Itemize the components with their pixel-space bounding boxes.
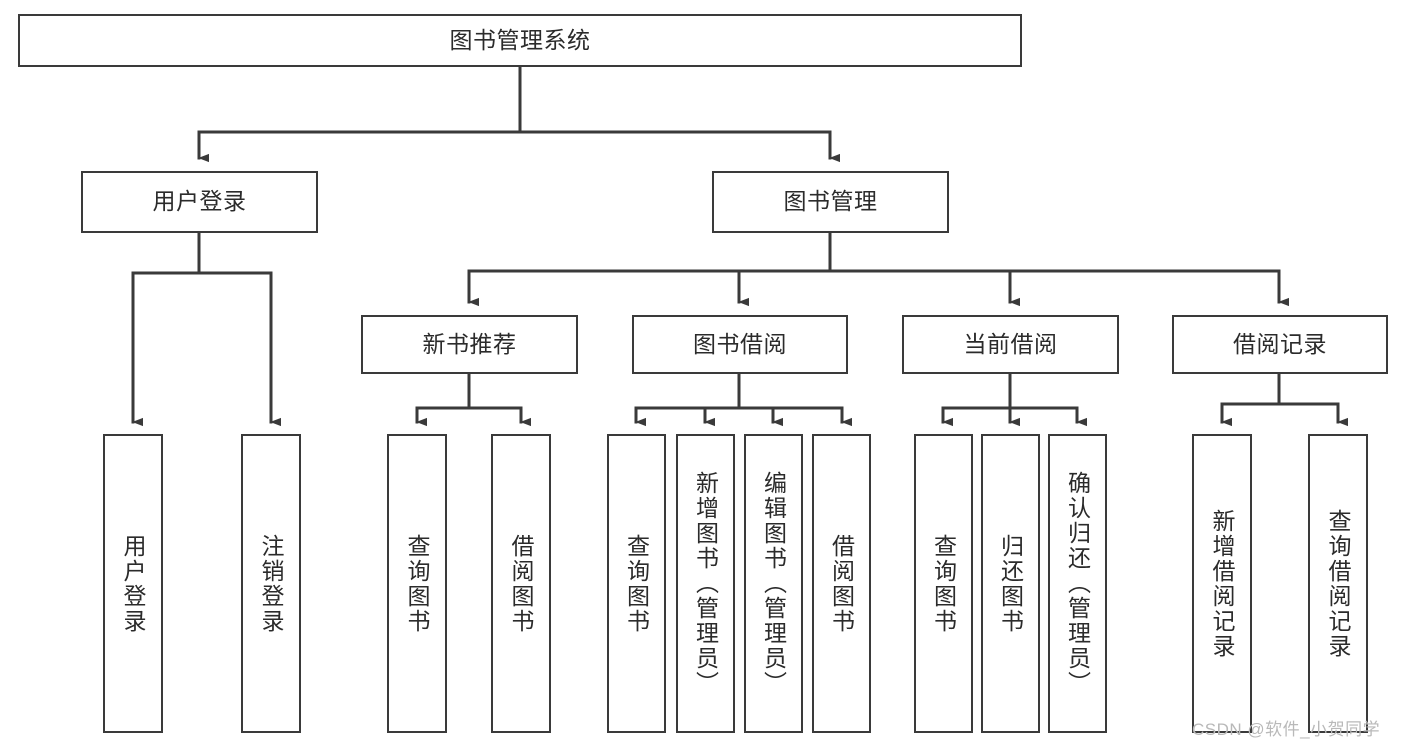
node-leaf-confirm-return-label: 确认归还（管理员） xyxy=(1064,471,1091,696)
node-leaf-add-book[interactable]: 新增图书（管理员） xyxy=(676,434,735,733)
node-leaf-add-record[interactable]: 新增借阅记录 xyxy=(1192,434,1252,733)
node-current-borrow-label: 当前借阅 xyxy=(963,330,1058,357)
node-leaf-add-book-label: 新增图书（管理员） xyxy=(692,471,719,696)
node-leaf-add-record-label: 新增借阅记录 xyxy=(1209,508,1236,659)
watermark: CSDN @软件_小贺同学 xyxy=(1192,720,1381,739)
node-leaf-user-logout-label: 注销登录 xyxy=(258,533,285,634)
node-book-borrow-label: 图书借阅 xyxy=(693,330,787,357)
node-leaf-borrow-book-1[interactable]: 借阅图书 xyxy=(491,434,551,733)
node-book-manage[interactable]: 图书管理 xyxy=(712,171,949,233)
node-leaf-query-book-1-label: 查询图书 xyxy=(404,533,431,634)
node-leaf-user-login-label: 用户登录 xyxy=(120,533,147,634)
node-leaf-query-record[interactable]: 查询借阅记录 xyxy=(1308,434,1368,733)
node-new-book-recommend[interactable]: 新书推荐 xyxy=(361,315,578,374)
node-leaf-confirm-return[interactable]: 确认归还（管理员） xyxy=(1048,434,1107,733)
node-leaf-query-book-2[interactable]: 查询图书 xyxy=(607,434,666,733)
node-leaf-borrow-book-2-label: 借阅图书 xyxy=(828,533,855,634)
node-borrow-record-label: 借阅记录 xyxy=(1233,330,1327,357)
node-root-label: 图书管理系统 xyxy=(449,26,591,53)
node-leaf-edit-book[interactable]: 编辑图书（管理员） xyxy=(744,434,803,733)
node-new-book-recommend-label: 新书推荐 xyxy=(422,330,517,357)
node-leaf-return-book[interactable]: 归还图书 xyxy=(981,434,1040,733)
node-leaf-edit-book-label: 编辑图书（管理员） xyxy=(760,471,787,696)
node-leaf-borrow-book-1-label: 借阅图书 xyxy=(508,533,535,634)
node-current-borrow[interactable]: 当前借阅 xyxy=(902,315,1119,374)
node-leaf-query-book-3-label: 查询图书 xyxy=(930,533,957,634)
node-leaf-user-login[interactable]: 用户登录 xyxy=(103,434,163,733)
node-leaf-return-book-label: 归还图书 xyxy=(997,533,1024,634)
node-leaf-query-record-label: 查询借阅记录 xyxy=(1325,508,1352,659)
node-book-borrow[interactable]: 图书借阅 xyxy=(632,315,848,374)
node-leaf-query-book-1[interactable]: 查询图书 xyxy=(387,434,447,733)
node-leaf-borrow-book-2[interactable]: 借阅图书 xyxy=(812,434,871,733)
node-user-login-label: 用户登录 xyxy=(152,188,247,215)
node-leaf-user-logout[interactable]: 注销登录 xyxy=(241,434,301,733)
node-leaf-query-book-3[interactable]: 查询图书 xyxy=(914,434,973,733)
node-leaf-query-book-2-label: 查询图书 xyxy=(623,533,650,634)
node-book-manage-label: 图书管理 xyxy=(783,188,878,215)
node-borrow-record[interactable]: 借阅记录 xyxy=(1172,315,1388,374)
node-user-login[interactable]: 用户登录 xyxy=(81,171,318,233)
node-root[interactable]: 图书管理系统 xyxy=(18,14,1022,67)
